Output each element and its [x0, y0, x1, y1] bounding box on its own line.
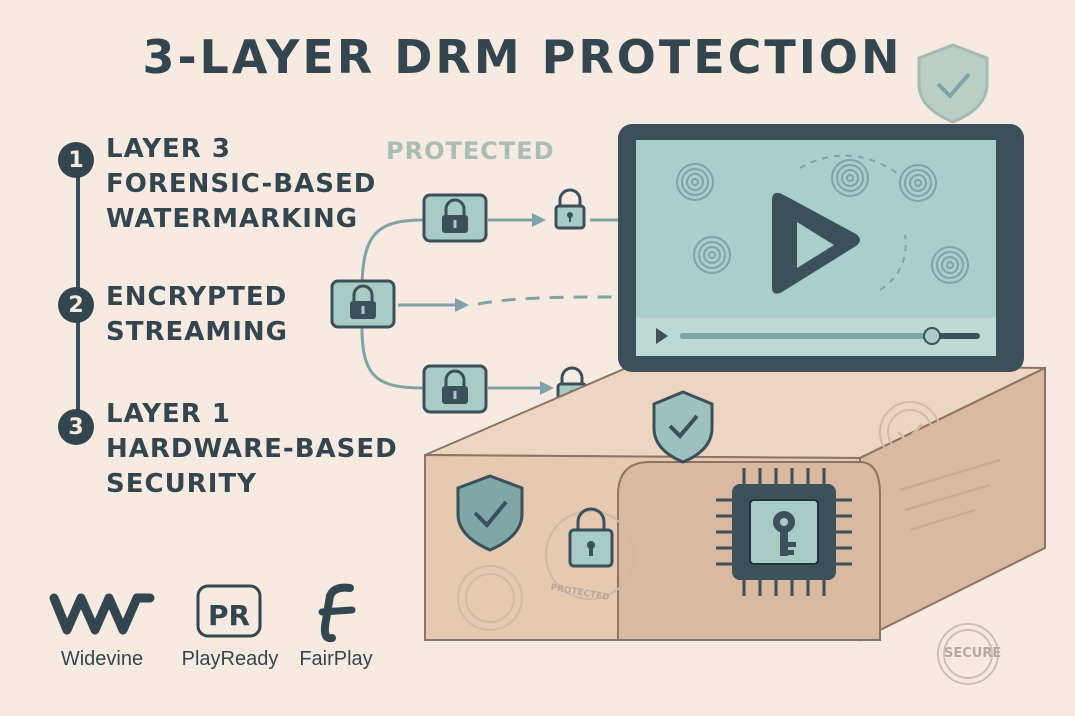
- flow-lines: [360, 218, 656, 390]
- layer-3-line-2: HARDWARE-BASED: [106, 434, 398, 464]
- layer-2-line-2: STREAMING: [106, 317, 289, 347]
- fairplay-logo: [318, 583, 356, 643]
- widevine-label: Widevine: [60, 648, 144, 670]
- lock-icon: [545, 507, 635, 600]
- widevine-logo: [49, 593, 155, 635]
- chip-key-icon: [716, 468, 852, 596]
- lock-icon: [422, 193, 488, 243]
- layer-number-1: 1: [58, 142, 94, 178]
- playready-label: PlayReady: [181, 648, 279, 670]
- shield-check-icon: [917, 43, 989, 124]
- layer-1-line-1: LAYER 3: [106, 134, 231, 164]
- layer-3-line-3: SECURITY: [106, 469, 257, 499]
- page-title: 3-LAYER DRM PROTECTION: [142, 30, 903, 84]
- layer-1-line-3: WATERMARKING: [106, 204, 359, 234]
- secure-stamp-text: SECURE: [944, 646, 1002, 661]
- layer-number-2: 2: [58, 287, 94, 323]
- video-progress-bar: [656, 327, 980, 345]
- play-icon: [772, 192, 860, 294]
- layer-item-3: LAYER 1 HARDWARE-BASED SECURITY: [106, 397, 398, 502]
- lock-icon: [554, 188, 586, 230]
- protected-label: PROTECTED: [386, 137, 555, 165]
- lock-icon: [330, 279, 396, 329]
- playready-logo: [196, 584, 262, 638]
- lock-icon: [422, 364, 488, 414]
- fairplay-label: FairPlay: [299, 648, 373, 670]
- layer-3-line-1: LAYER 1: [106, 399, 231, 429]
- layer-2-line-1: ENCRYPTED: [106, 282, 288, 312]
- stamp-decoration: [457, 401, 999, 685]
- layer-number-3: 3: [58, 409, 94, 445]
- shield-check-icon: [652, 390, 714, 464]
- layer-1-line-2: FORENSIC-BASED: [106, 169, 377, 199]
- playready-logo-mark: PR: [207, 598, 251, 632]
- shield-check-icon: [456, 474, 524, 552]
- layer-item-2: ENCRYPTED STREAMING: [106, 280, 288, 350]
- layer-item-1: LAYER 3 FORENSIC-BASED WATERMARKING: [106, 132, 376, 237]
